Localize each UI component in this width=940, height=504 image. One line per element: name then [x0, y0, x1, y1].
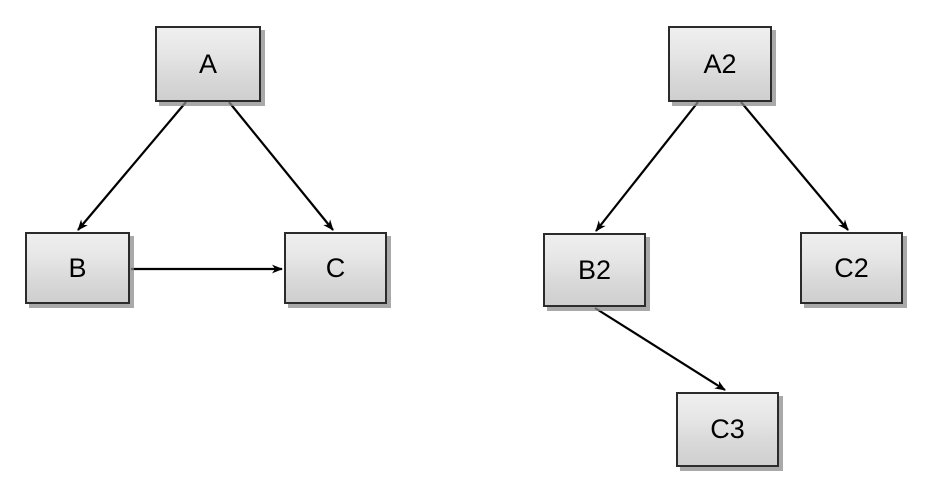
node-b[interactable]: B	[25, 232, 130, 304]
edge-b2-to-c3	[594, 307, 726, 391]
node-label-c: C	[325, 252, 346, 283]
node-b2[interactable]: B2	[543, 233, 646, 307]
node-c3[interactable]: C3	[676, 392, 779, 467]
edge-a2-to-b2	[595, 101, 699, 232]
node-label-b: B	[68, 252, 87, 283]
node-label-a: A	[198, 48, 217, 79]
edge-a2-to-c2	[740, 101, 849, 231]
node-a[interactable]: A	[155, 26, 261, 102]
node-label-b2: B2	[577, 254, 612, 285]
node-a2[interactable]: A2	[668, 26, 772, 102]
node-label-c2: C2	[834, 252, 869, 283]
node-c2[interactable]: C2	[800, 232, 903, 304]
node-c[interactable]: C	[284, 232, 387, 304]
edge-a-to-c	[228, 101, 334, 231]
node-label-c3: C3	[710, 414, 745, 444]
node-label-a2: A2	[703, 48, 737, 79]
edge-a-to-b	[77, 101, 187, 231]
